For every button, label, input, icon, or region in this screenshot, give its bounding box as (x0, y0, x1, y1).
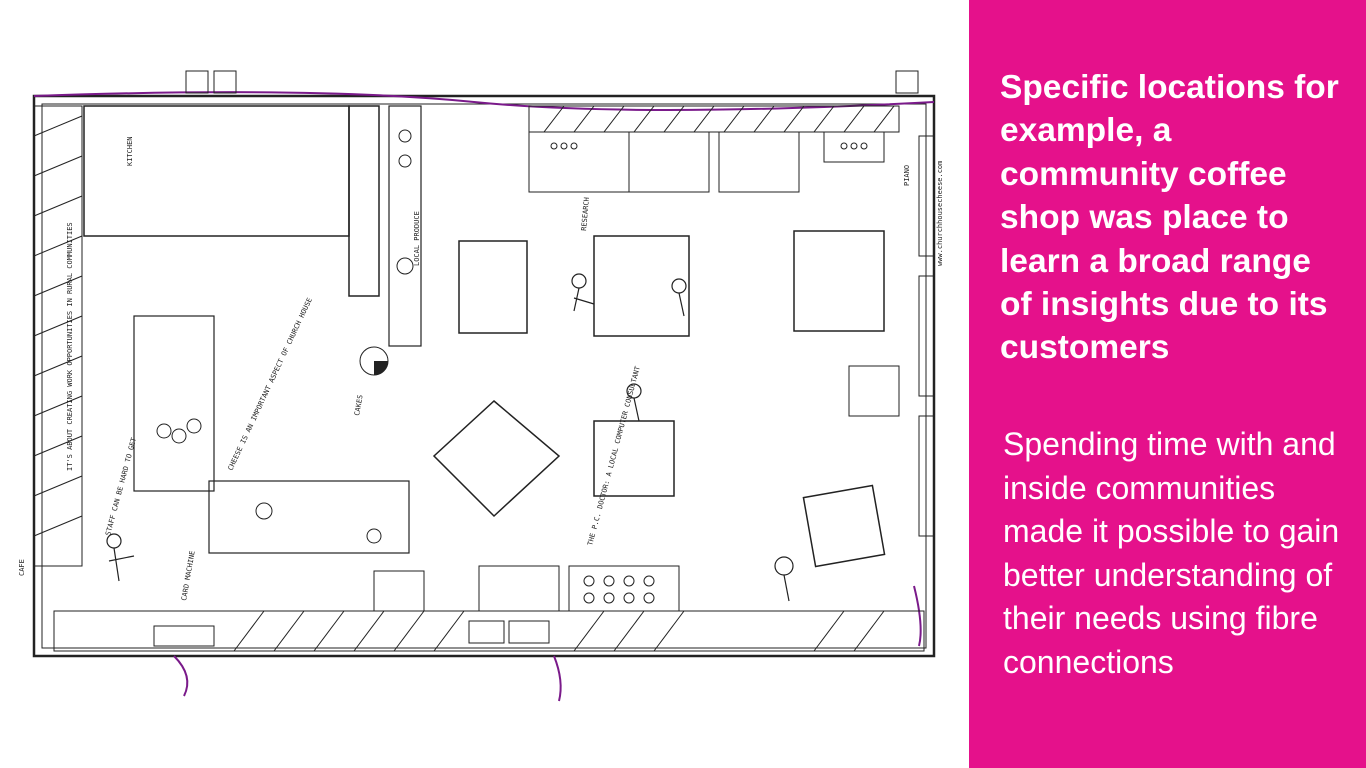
sketch-website: www.churchhousecheese.com (936, 161, 944, 266)
sketch-produce-label: LOCAL PRODUCE (413, 211, 421, 266)
sketch-staff-note: STAFF CAN BE HARD TO GET (104, 436, 138, 537)
coffee-shop-floor-plan-sketch: KITCHEN LOCAL PRODUCE CHEESE IS AN IMPOR… (14, 66, 950, 706)
sketch-piano-label: PIANO (903, 165, 911, 186)
sketch-cheese-note: CHEESE IS AN IMPORTANT ASPECT OF CHURCH … (227, 297, 314, 472)
sketch-cafe-label: CAFE (18, 559, 26, 576)
sketch-card-machine: CARD MACHINE (180, 550, 197, 601)
sketch-research-label: RESEARCH (580, 197, 591, 231)
sketch-kitchen-label: KITCHEN (126, 136, 134, 166)
body-text: Spending time with and inside communitie… (1003, 426, 1340, 680)
sketch-cakes-label: CAKES (353, 394, 365, 416)
sketch-work-note: IT'S ABOUT CREATING WORK OPPORTUNITIES I… (66, 222, 74, 471)
headline-text: Specific locations for example, a commun… (1000, 69, 1339, 367)
pink-text-panel: Specific locations for example, a commun… (969, 0, 1366, 768)
